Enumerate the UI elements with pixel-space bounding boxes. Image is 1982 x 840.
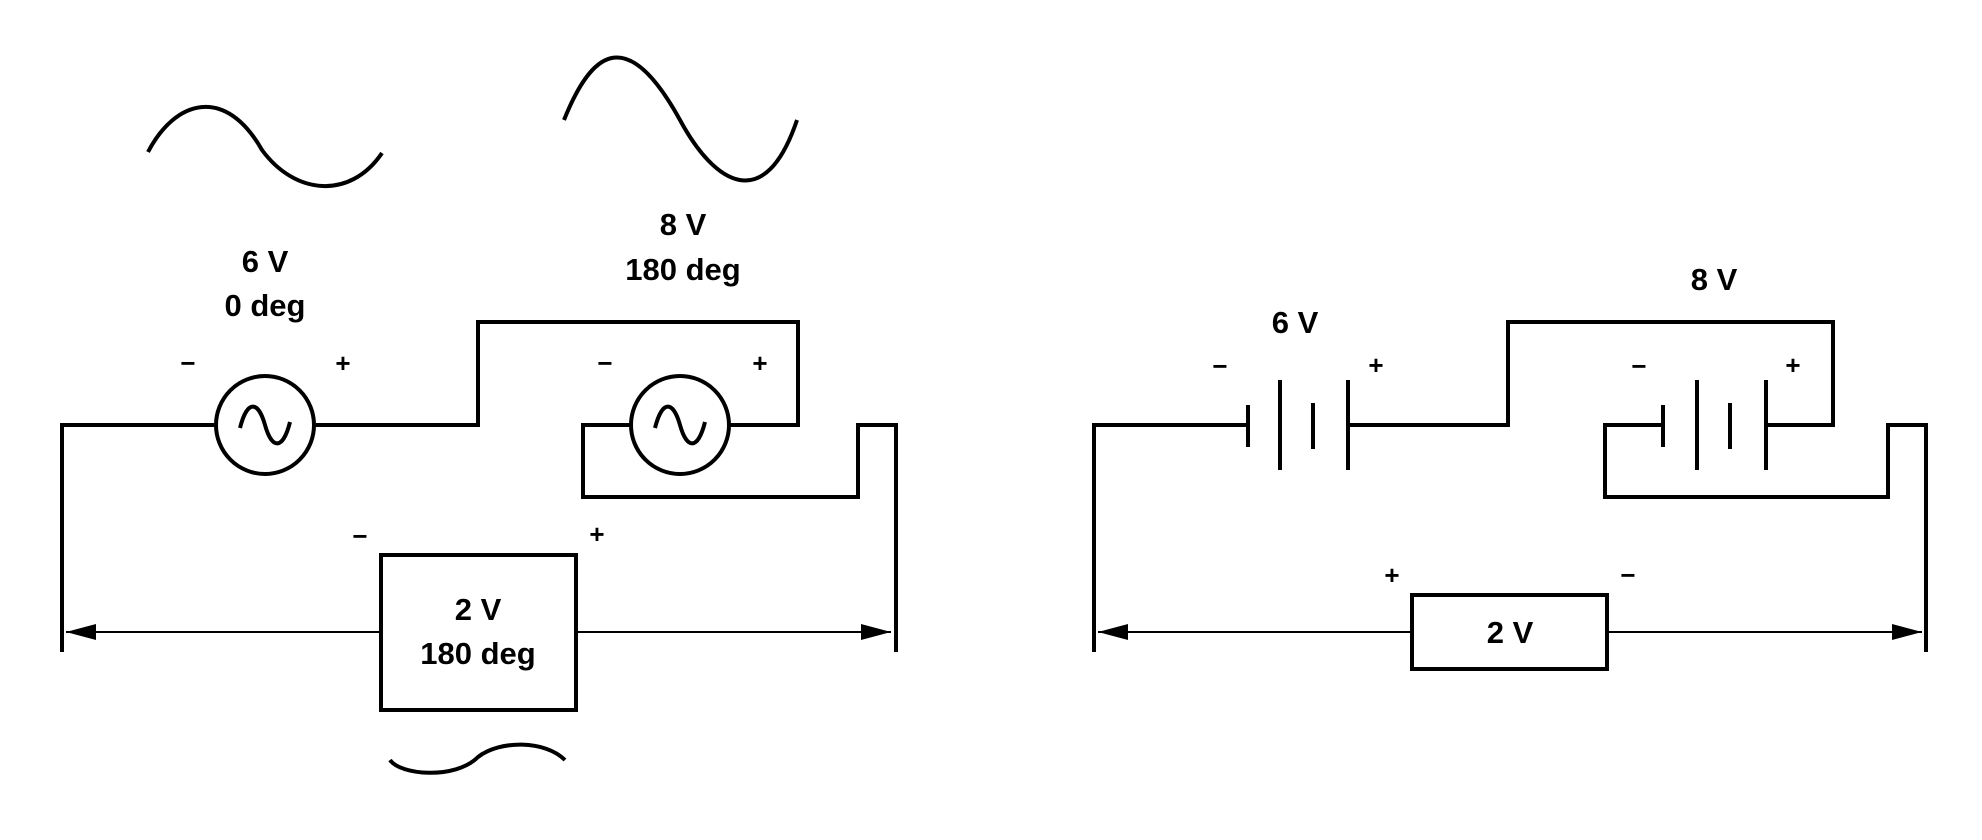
- dc-circuit: 6 V − + 8 V − + 2 V + −: [1092, 262, 1928, 671]
- ac-source2-symbol-icon: [653, 404, 707, 446]
- dc-battery1-icon: [1246, 380, 1350, 470]
- source2-sine-wave: [562, 55, 799, 183]
- ac-result-box: [379, 553, 578, 712]
- ac-result-phase: 180 deg: [420, 636, 535, 671]
- dc-result-minus: −: [1620, 560, 1635, 590]
- dc-battery2-voltage: 8 V: [1691, 262, 1738, 297]
- ac-source1-plus: +: [335, 348, 350, 378]
- source1-sine-wave: [146, 105, 384, 189]
- dc-wire-middle: [1350, 320, 1835, 427]
- dc-result-plus: +: [1384, 560, 1399, 590]
- dc-battery1-plus: +: [1368, 350, 1383, 380]
- ac-source2-phase: 180 deg: [625, 252, 740, 287]
- ac-result-voltage: 2 V: [455, 592, 502, 627]
- ac-source2-voltage: 8 V: [660, 207, 707, 242]
- dc-battery1-voltage: 6 V: [1272, 305, 1319, 340]
- dc-result-voltage: 2 V: [1487, 615, 1534, 650]
- ac-source1-circle: [214, 374, 316, 476]
- ac-source2-circle: [629, 374, 731, 476]
- dc-battery2-minus: −: [1631, 351, 1646, 381]
- ac-circuit: 6 V 0 deg − + 8 V 180 deg − + 2 V 180 de…: [60, 55, 898, 775]
- dc-battery2-icon: [1661, 380, 1768, 470]
- result-sine-wave: [388, 742, 567, 775]
- ac-result-minus: −: [352, 521, 367, 551]
- ac-source1-symbol-icon: [238, 404, 292, 446]
- ac-source2-plus: +: [752, 348, 767, 378]
- ac-source1-phase: 0 deg: [225, 288, 306, 323]
- ac-wire-middle: [315, 320, 800, 427]
- ac-wire-loop: [581, 423, 898, 652]
- dc-result-box: [1410, 593, 1609, 671]
- dc-battery1-minus: −: [1212, 351, 1227, 381]
- dc-battery2-plus: +: [1785, 350, 1800, 380]
- ac-source2-minus: −: [597, 348, 612, 378]
- ac-source1-voltage: 6 V: [242, 244, 289, 279]
- dc-wire-loop: [1603, 423, 1928, 652]
- ac-source1-minus: −: [180, 348, 195, 378]
- ac-result-plus: +: [589, 519, 604, 549]
- dc-wire-left: [1092, 423, 1248, 652]
- ac-wire-left: [60, 423, 215, 652]
